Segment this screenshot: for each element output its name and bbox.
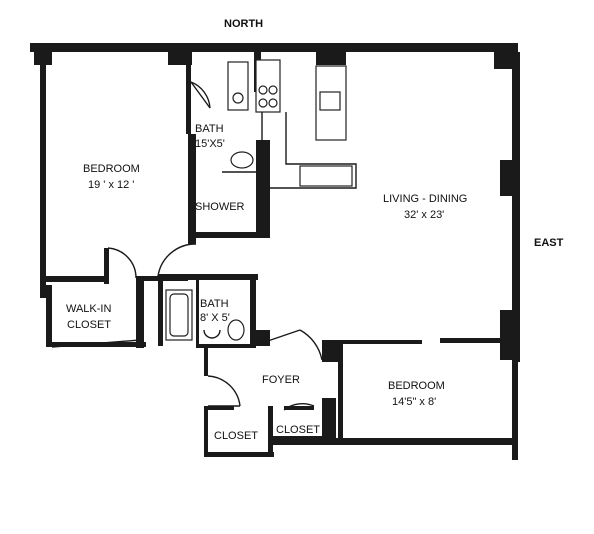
- north-label: NORTH: [224, 18, 263, 30]
- bedroom-1-size: 19 ' x 12 ': [88, 179, 134, 191]
- closet-1-name: CLOSET: [214, 430, 258, 442]
- room-labels: BEDROOM 19 ' x 12 ' BATH 15'X5' SHOWER L…: [66, 123, 467, 442]
- bath-1-name: BATH: [195, 123, 224, 135]
- foyer-name: FOYER: [262, 374, 300, 386]
- door-swings: [51, 81, 323, 411]
- closet-2-name: CLOSET: [276, 424, 320, 436]
- kitchen: [227, 59, 357, 189]
- walk-in-closet-line1: WALK-IN: [66, 303, 111, 315]
- bedroom-2-name: BEDROOM: [388, 380, 445, 392]
- interior-walls: [46, 52, 500, 457]
- shower-name: SHOWER: [195, 201, 245, 213]
- living-dining-name: LIVING - DINING: [383, 193, 467, 205]
- living-dining-size: 32' x 23': [404, 209, 444, 221]
- bath-2-size: 8' X 5': [200, 312, 230, 324]
- east-label: EAST: [534, 237, 564, 249]
- exterior-walls: [30, 43, 520, 460]
- bedroom-2-size: 14'5" x 8': [392, 396, 436, 408]
- bath-fixtures: [165, 151, 256, 341]
- bath-1-size: 15'X5': [195, 138, 225, 150]
- walk-in-closet-line2: CLOSET: [67, 319, 111, 331]
- bedroom-1-name: BEDROOM: [83, 163, 140, 175]
- bath-2-name: BATH: [200, 298, 229, 310]
